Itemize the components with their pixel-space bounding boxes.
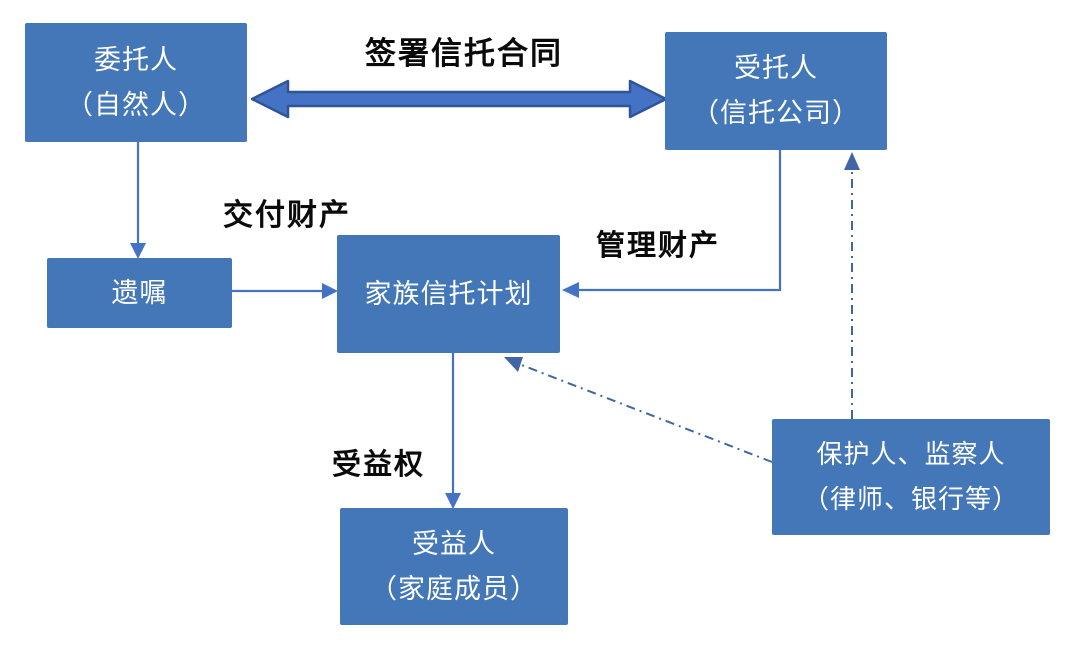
node-protector-title: 保护人、监察人 [816,439,1006,469]
edge-label-sign-contract: 签署信托合同 [365,36,563,71]
edge-label-beneficial-right: 受益权 [332,449,426,481]
protector-to-trustee-dashed-arrow [844,152,860,419]
node-trustee: 受托人 （信托公司） [665,32,887,150]
node-trustee-subtitle: （信托公司） [692,98,860,128]
node-beneficiary-title: 受益人 [412,528,496,559]
edge-label-manage-property: 管理财产 [596,230,721,262]
trustee-to-trust-plan-arrow [562,150,782,298]
edge-label-deliver-property: 交付财产 [223,199,351,232]
node-protector-subtitle: （律师、银行等） [802,484,1019,514]
trust-plan-to-beneficiary-arrow [445,353,461,509]
node-beneficiary-subtitle: （家庭成员） [370,573,538,604]
sign-contract-double-arrow [250,79,668,119]
node-trust-plan: 家族信托计划 [337,235,560,353]
node-will-title: 遗嘱 [111,277,168,308]
node-trustee-title: 受托人 [734,53,818,83]
will-to-trust-plan-arrow [232,283,338,299]
node-beneficiary: 受益人 （家庭成员） [340,508,568,625]
protector-to-trust-plan-dashed-arrow [504,357,773,463]
node-will: 遗嘱 [47,258,232,328]
settlor-to-will-arrow [130,142,146,259]
node-protector: 保护人、监察人 （律师、银行等） [772,419,1050,535]
node-settlor-title: 委托人 [94,44,178,75]
node-settlor-subtitle: （自然人） [66,89,206,120]
node-trust-plan-title: 家族信托计划 [364,278,533,309]
node-settlor: 委托人 （自然人） [25,23,247,142]
